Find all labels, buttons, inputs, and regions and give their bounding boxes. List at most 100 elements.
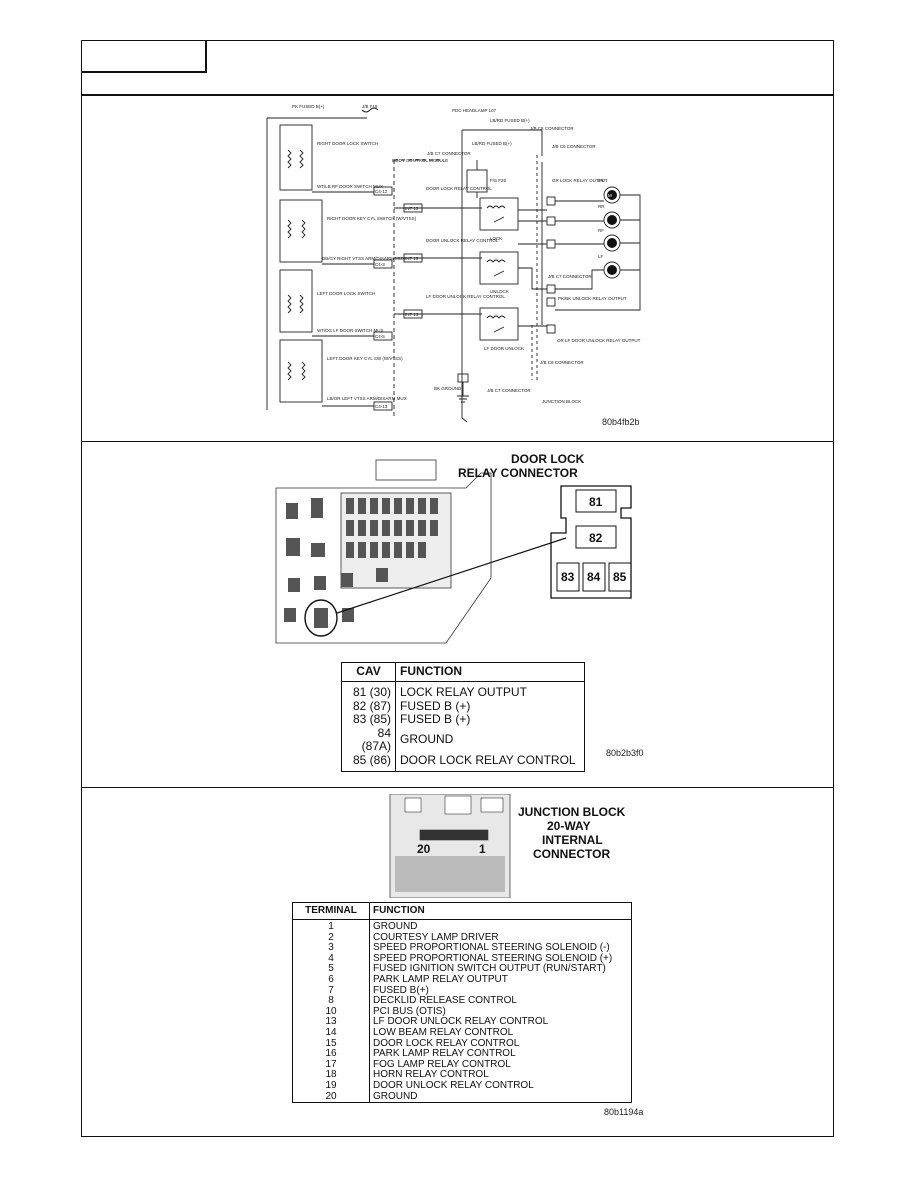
cell-terminal: 14	[292, 1027, 370, 1039]
label-unlock: UNLOCK	[490, 289, 509, 294]
label-pdc: PDC HEADLAMP L07	[452, 108, 497, 113]
cell-terminal: 8	[292, 996, 370, 1007]
header-row	[82, 41, 833, 96]
label-left-door-key-cyl: LEFT DOOR KEY CYL SW (W/VTSS)	[327, 356, 403, 361]
label-junction-block: JUNCTION BLOCK	[542, 399, 581, 404]
label-jb-c8-conn: J/B C8 CONNECTOR	[540, 360, 584, 365]
label-c4-13: C4-13	[375, 404, 388, 409]
table-row: 81 (30) LOCK RELAY OUTPUT	[341, 681, 585, 700]
cell-terminal: 5	[292, 964, 370, 975]
cell-function: SPEED PROPORTIONAL STEERING SOLENOID (-)	[373, 942, 610, 954]
relay-title-line2: RELAY CONNECTOR	[458, 466, 578, 480]
table-header-row: TERMINAL FUNCTION	[292, 902, 632, 920]
label-wt-lb: WT/LB RF DOOR SWITCH MUX	[317, 184, 383, 189]
cell-terminal: 6	[292, 974, 370, 986]
jb-title-line2: 20-WAY	[547, 819, 591, 833]
motor-lr-icon: M	[608, 193, 612, 198]
cell-function: SPEED PROPORTIONAL STEERING SOLENOID (+)	[373, 952, 613, 964]
cell-function: LF DOOR UNLOCK RELAY CONTROL	[373, 1016, 549, 1028]
cell-function: DECKLID RELEASE CONTROL	[373, 995, 517, 1007]
label-c4-12: C4-12	[375, 189, 388, 194]
label-motor-rf: RF	[598, 228, 604, 233]
label-c4-3: C4-3	[375, 262, 385, 267]
cell-terminal: 4	[292, 953, 370, 965]
table-row: 83 (85)FUSED B (+)	[341, 712, 585, 727]
cell-function: PARK LAMP RELAY CONTROL	[373, 1048, 516, 1060]
cell-function: FUSED B(+)	[373, 984, 429, 996]
pin-84: 84	[587, 570, 601, 584]
label-lb-or: LB/OR LEFT VTSS ARM/DISARM MUX	[327, 396, 407, 401]
label-right-door-key-cyl: RIGHT DOOR KEY CYL SWITCH (W/VTSS)	[327, 216, 417, 221]
column-header-terminal: TERMINAL	[292, 902, 370, 920]
column-header-cav: CAV	[341, 662, 396, 682]
cell-terminal: 10	[292, 1006, 370, 1018]
header-tab	[82, 41, 207, 73]
cell-terminal: 1	[292, 919, 370, 933]
junction-block-figure: JUNCTION BLOCK 20-WAY INTERNAL CONNECTOR…	[385, 794, 645, 898]
door-lock-relay-connector-figure: DOOR LOCK RELAY CONNECTOR 81 82 83 84 85	[266, 448, 656, 648]
cell-cav: 81 (30)	[341, 681, 396, 700]
figure1-code: 80b4fb2b	[602, 417, 640, 427]
cell-terminal: 16	[292, 1049, 370, 1060]
cell-terminal: 7	[292, 985, 370, 997]
label-motor-rr: RR	[598, 204, 605, 209]
table-header-row: CAV FUNCTION	[341, 662, 585, 682]
jb-title-line1: JUNCTION BLOCK	[518, 805, 626, 819]
pin-82: 82	[589, 531, 603, 545]
label-motor-lr: LR	[598, 178, 605, 183]
cell-function: HORN RELAY CONTROL	[373, 1069, 489, 1081]
label-wt-dg: WT/DG LF DOOR SWITCH MUX	[317, 328, 384, 333]
label-lb-rd-fused: LB/RD FUSED B(+)	[490, 118, 530, 123]
column-header-function: FUNCTION	[369, 902, 632, 920]
label-body-control-module: BODY CONTROL MODULE	[392, 158, 448, 163]
column-header-function: FUNCTION	[395, 662, 585, 682]
cell-cav: 82 (87)	[341, 699, 396, 713]
label-db-gy: DB/GY RIGHT VTSS ARM/DISARM MUX	[322, 256, 405, 261]
label-jb-c8: J/B C8 CONNECTOR	[530, 126, 574, 131]
door-lock-wiring-schematic: PK FUSED B(+) J/B F19 PDC HEADLAMP L07 L…	[262, 100, 652, 430]
cell-terminal: 17	[292, 1059, 370, 1071]
cell-terminal: 20	[292, 1091, 370, 1103]
label-bk-ground: BK GROUND	[434, 386, 462, 391]
cell-terminal: 3	[292, 943, 370, 954]
page-frame	[81, 40, 834, 1137]
label-pk-fused: PK FUSED B(+)	[292, 104, 325, 109]
jb-pin-1: 1	[479, 842, 486, 856]
cell-cav: 85 (86)	[341, 753, 396, 772]
cell-terminal: 13	[292, 1017, 370, 1028]
cell-function: FUSED B (+)	[400, 712, 471, 726]
jb-title-line4: CONNECTOR	[533, 847, 610, 861]
cell-function: FOG LAMP RELAY CONTROL	[373, 1058, 511, 1070]
label-gr-lock-relay-output: GR LOCK RELAY OUTPUT	[552, 178, 608, 183]
cell-function: PCI BUS (OTIS)	[373, 1005, 446, 1017]
cell-function: LOCK RELAY OUTPUT	[400, 685, 527, 699]
label-jb-c6: J/B C6 CONNECTOR	[552, 144, 596, 149]
label-c4-5: C4-5	[375, 334, 385, 339]
cell-function: LOW BEAM RELAY CONTROL	[373, 1026, 514, 1038]
cell-terminal: 19	[292, 1080, 370, 1092]
label-jb-f19: J/B F19	[362, 104, 378, 109]
junction-block-svg: JUNCTION BLOCK 20-WAY INTERNAL CONNECTOR…	[389, 794, 626, 898]
label-door-lock-relay-control: DOOR LOCK RELAY CONTROL	[426, 186, 492, 191]
label-lf-door-unlock-relay-control: LF DOOR UNLOCK RELAY CONTROL	[426, 294, 505, 299]
jb-title-line3: INTERNAL	[542, 833, 603, 847]
label-jb-c7-conn-2: J/B C7 CONNECTOR	[487, 388, 531, 393]
cell-function: COURTESY LAMP DRIVER	[373, 931, 499, 943]
cell-terminal: 18	[292, 1070, 370, 1081]
label-or-lf-door: OR LF DOOR UNLOCK RELAY OUTPUT	[557, 338, 641, 343]
cell-function: GROUND	[400, 732, 454, 747]
relay-connector-svg: DOOR LOCK RELAY CONNECTOR 81 82 83 84 85	[275, 452, 632, 644]
label-lf-door-unlock: LF DOOR UNLOCK	[484, 346, 524, 351]
relay-cavity-table: CAV FUNCTION 81 (30) LOCK RELAY OUTPUT 82…	[341, 662, 585, 772]
